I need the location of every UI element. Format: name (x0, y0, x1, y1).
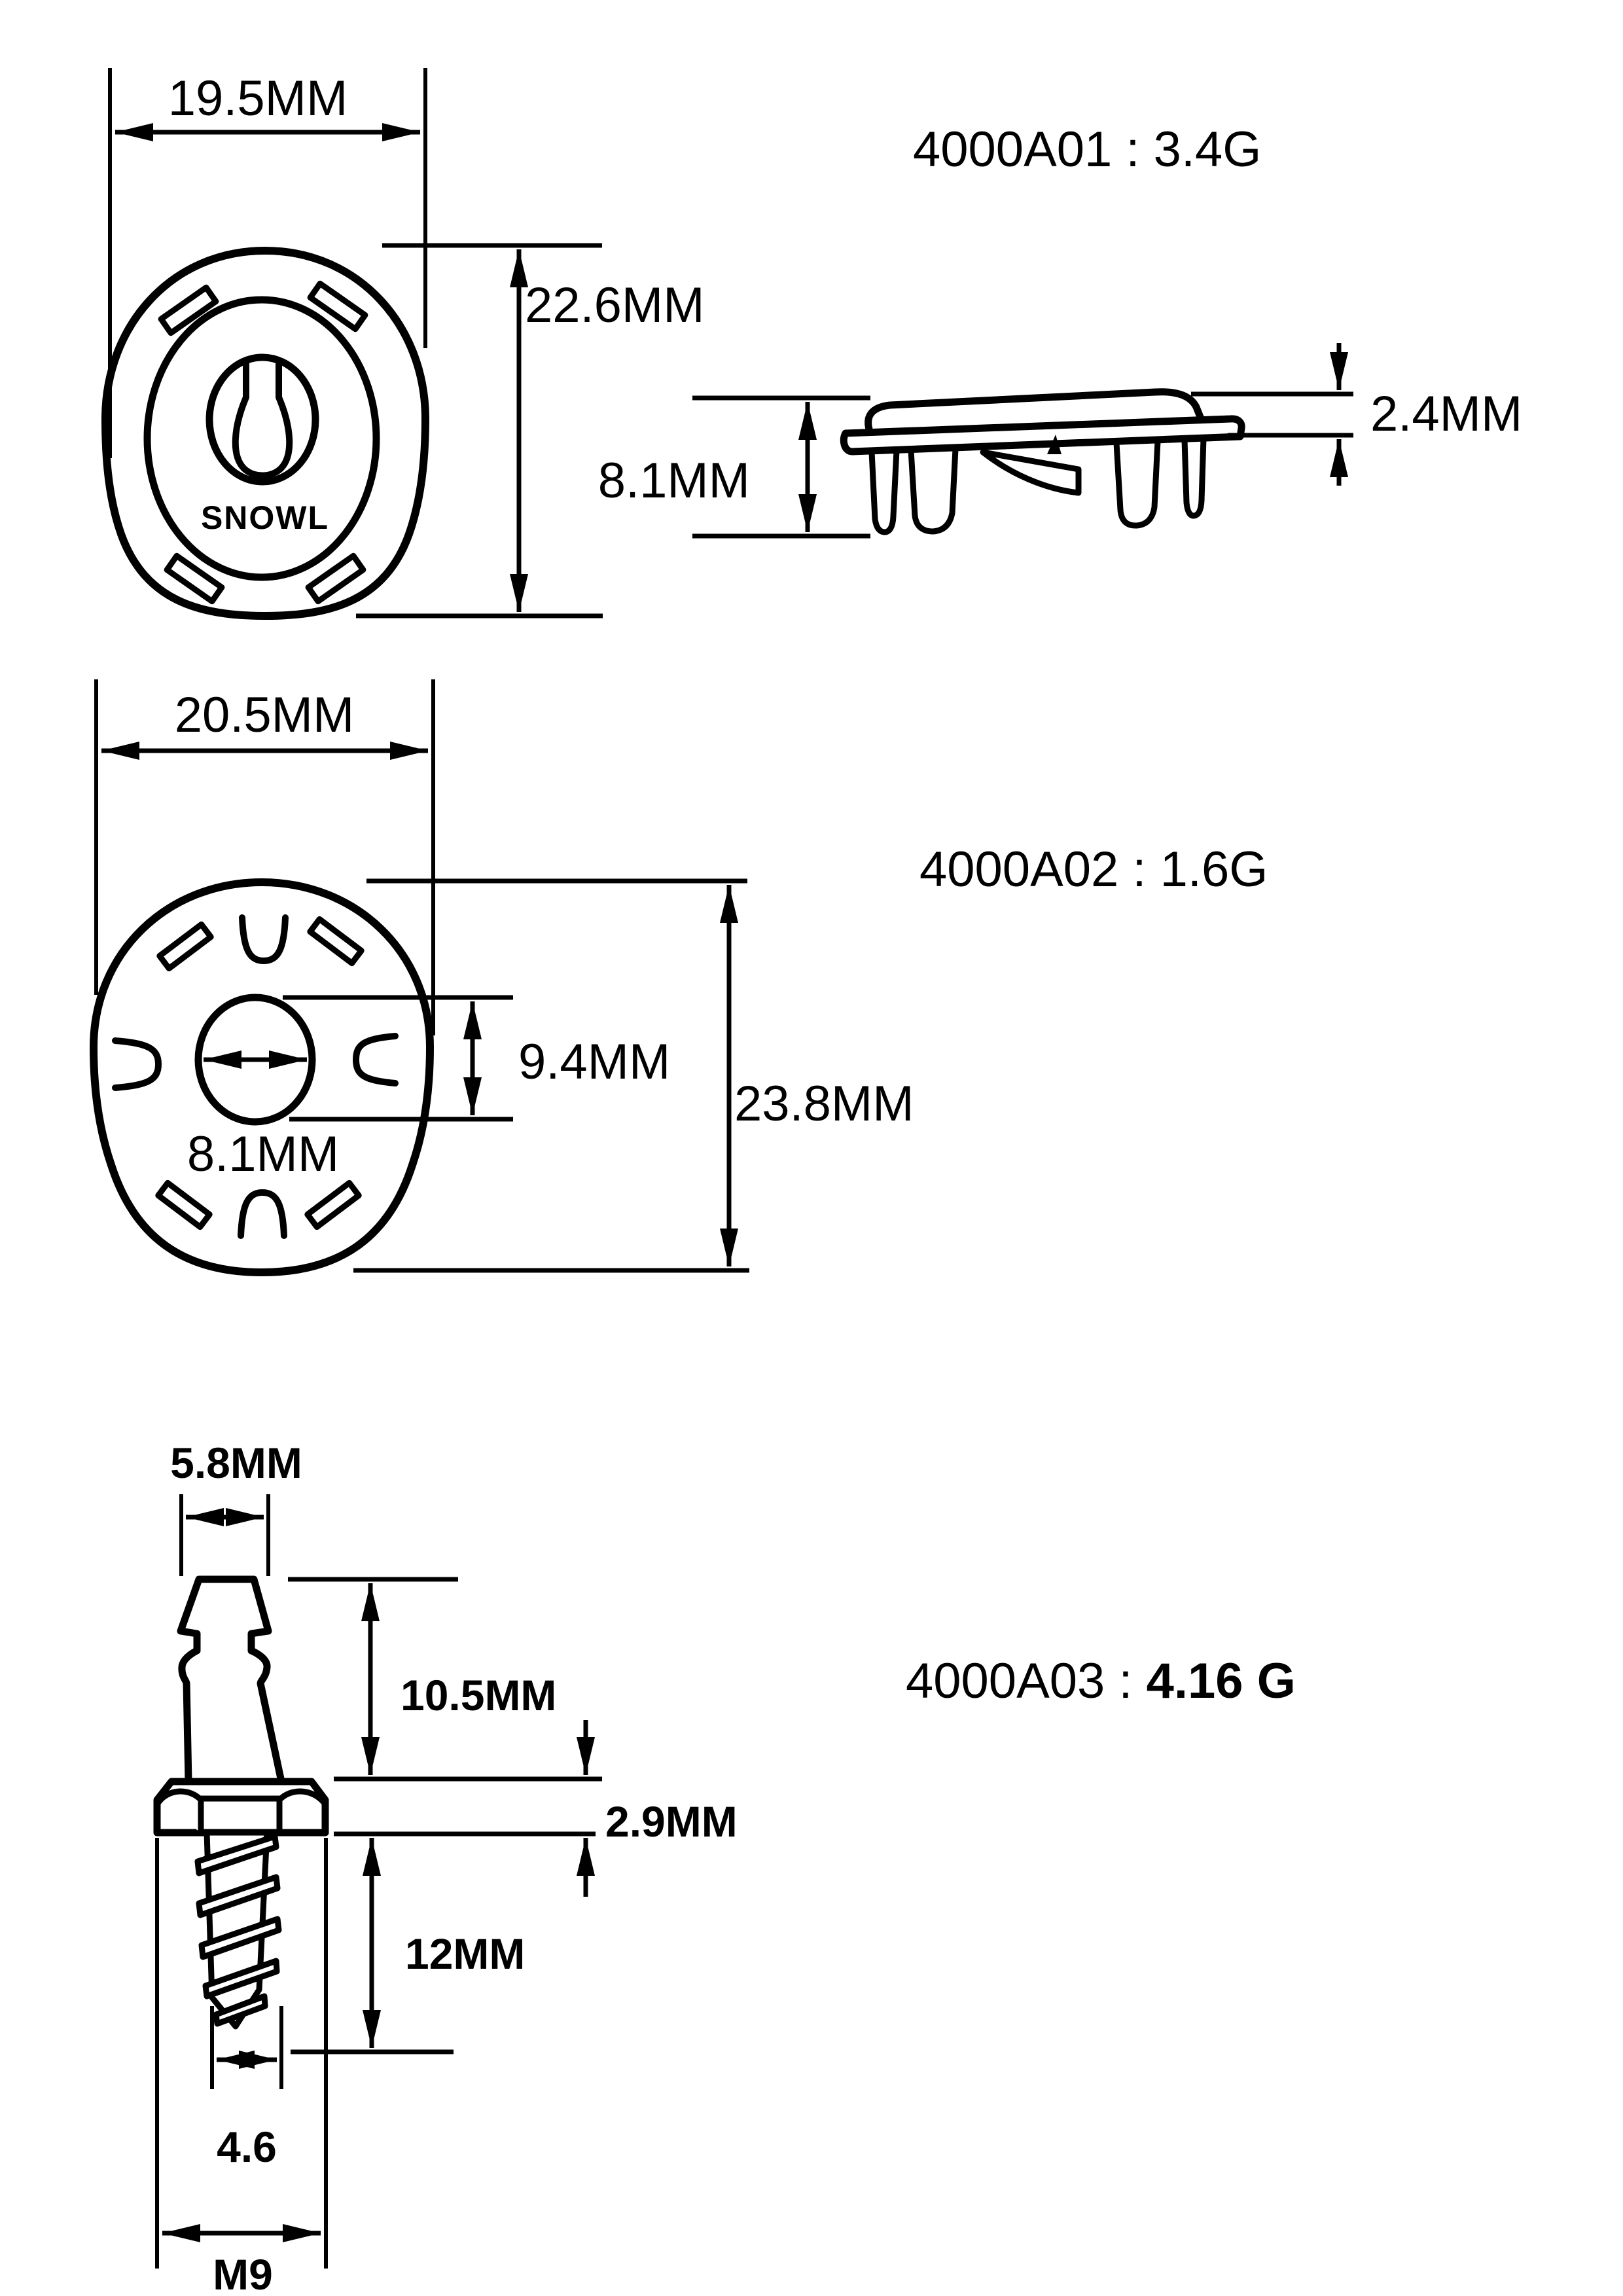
part3-thread-2 (196, 1874, 281, 1918)
part1-side-prong-2 (908, 446, 959, 535)
dim-label-part3-screw-length: 12MM (405, 1929, 525, 1978)
part2-slot-u-bottom (238, 1189, 287, 1239)
dim-label-part3-tip-width: 4.6 (217, 2123, 277, 2171)
part3-stem (177, 1575, 285, 1785)
dim-label-part2-hole-diameter: 8.1MM (187, 1126, 339, 1182)
part3-title: 4000A03 : 4.16 G (906, 1653, 1296, 1709)
part2-outer-oval (90, 878, 434, 1276)
part1-tab-top-right (307, 280, 368, 332)
dim-label-part3-stem-width: 5.8MM (170, 1439, 302, 1487)
part1-brand-text: SNOWL (201, 499, 329, 536)
part3-thread-5 (213, 1993, 268, 2027)
part1-tab-top-left (158, 284, 219, 336)
part2-slot-rect-top-right (307, 916, 365, 967)
part3-thread-1 (194, 1833, 279, 1876)
dim-label-part1-height: 22.6MM (525, 278, 705, 333)
dim-label-part3-thread-size: M9 (213, 2250, 273, 2296)
dim-label-part1-cap-offset: 2.4MM (1370, 386, 1522, 442)
part1-front-view: SNOWL (101, 247, 429, 620)
part1-keyhole-circle (205, 353, 319, 486)
part3-thread-3 (198, 1916, 282, 1960)
part2-slot-rect-top-left (156, 921, 214, 972)
part1-side-prong-3 (1113, 438, 1161, 529)
part2-slot-u-left (112, 1037, 162, 1091)
part3-title-code: 4000A03 : (906, 1653, 1147, 1709)
part2-front-view (90, 878, 434, 1276)
part1-side-view (840, 388, 1245, 535)
part3-hex-facet-right-arc (276, 1788, 327, 1836)
dim-label-part3-flange-thickness: 2.9MM (605, 1797, 738, 1846)
part1-side-plate (840, 415, 1245, 456)
part1-tab-bottom-left (164, 552, 225, 605)
part3-thread-4 (202, 1958, 280, 2000)
dim-label-part2-width: 20.5MM (175, 687, 355, 743)
part1-side-snap-tab (980, 449, 1082, 496)
part2-slot-rect-bottom-right (304, 1179, 362, 1230)
part1-side-barb-mark (1047, 435, 1061, 454)
dim-label-part2-height: 23.8MM (734, 1076, 914, 1132)
part1-dimensions: 19.5MM 22.6MM 8.1MM 2.4MM (108, 68, 1522, 619)
part1-side-prong-4 (1181, 435, 1207, 519)
part3-screw-view (153, 1575, 329, 2030)
part1-keyhole-slot (232, 357, 293, 479)
part2-center-hole (194, 994, 316, 1126)
part1-inner-ring (143, 296, 380, 581)
part2-slot-rect-bottom-left (155, 1179, 213, 1230)
dim-label-part1-width: 19.5MM (168, 71, 348, 126)
part2-title: 4000A02 : 1.6G (919, 842, 1268, 897)
dim-label-part2-hole-span: 9.4MM (518, 1034, 670, 1090)
part1-title: 4000A01 : 3.4G (913, 122, 1261, 177)
part2-dimensions: 20.5MM 8.1MM 9.4MM 23.8MM (94, 679, 914, 1273)
part3-dimensions: 5.8MM 10.5MM 2.9MM 12MM 4.6 M9 (155, 1439, 738, 2296)
part1-side-prong-1 (868, 447, 900, 535)
part1-tab-bottom-right (305, 552, 366, 605)
part2-slot-u-right (353, 1033, 399, 1086)
dim-label-part1-side-height: 8.1MM (598, 453, 750, 509)
dim-label-part3-stem-length: 10.5MM (401, 1671, 556, 1719)
part2-slot-u-top (239, 914, 289, 964)
part3-title-weight: 4.16 G (1147, 1653, 1296, 1709)
